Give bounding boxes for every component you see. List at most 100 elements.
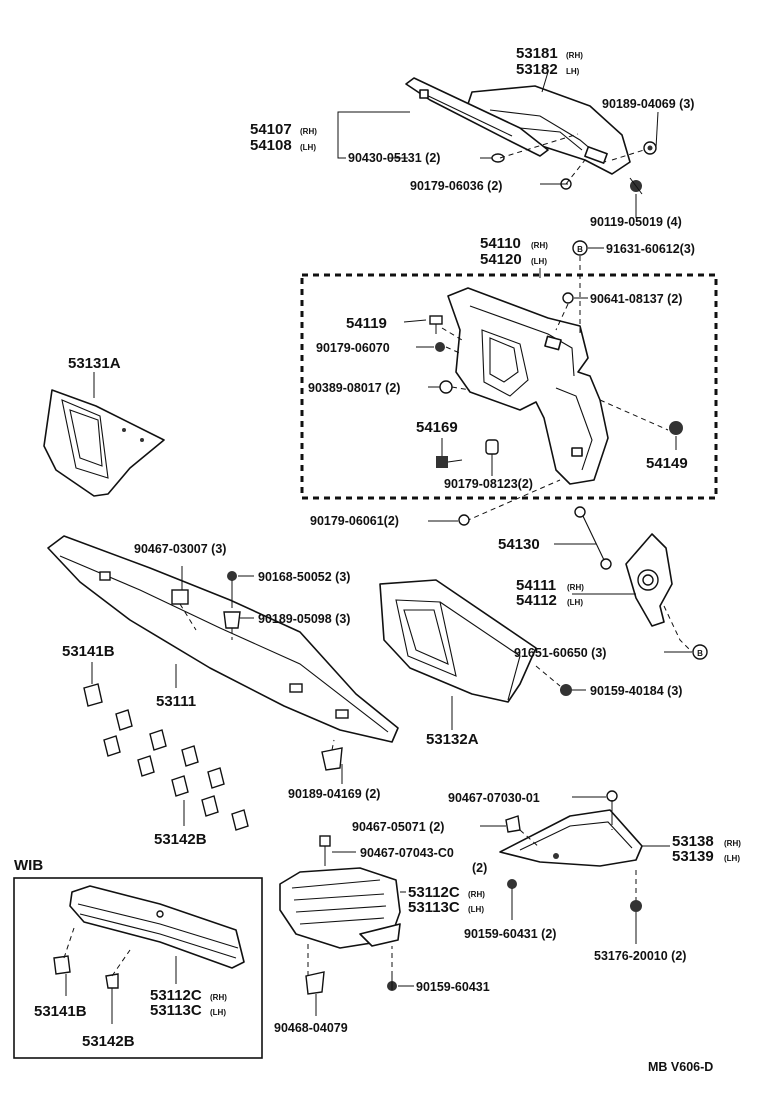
label-wib-53113C: 53113C: [150, 1002, 202, 1019]
part-54107-seal: [405, 77, 549, 157]
fastener-90189-05098: [223, 611, 241, 629]
part-54130-rod: [574, 506, 612, 570]
label-wib-53142B: 53142B: [82, 1033, 135, 1050]
label-54149: 54149: [646, 455, 688, 472]
label-90179-06036: 90179-06036 (2): [410, 179, 502, 193]
label-53141B: 53141B: [62, 643, 115, 660]
label-90389: 90389-08017 (2): [308, 381, 400, 395]
fastener-53176: [630, 900, 642, 944]
wib-inset-box: [13, 877, 263, 1059]
fastener-90159-60431: [387, 976, 397, 991]
label-wib: WIB: [14, 857, 43, 874]
fastener-54149: [669, 421, 683, 435]
label-90467-07030: 90467-07030-01: [448, 791, 540, 805]
clips-53142B: [103, 709, 249, 831]
label-54130: 54130: [498, 536, 540, 553]
label-53181: 53181: [516, 45, 558, 62]
label-54110-side: (RH): [531, 241, 548, 250]
label-90189-04069: 90189-04069 (3): [602, 97, 694, 111]
fastener-90189-04069: [643, 141, 657, 155]
label-90179-06070: 90179-06070: [316, 341, 390, 355]
label-54111: 54111: [516, 577, 556, 594]
label-53112C-side: (RH): [468, 890, 485, 899]
label-54107-side: (RH): [300, 127, 317, 136]
label-54119: 54119: [346, 315, 387, 332]
fastener-90430: [491, 153, 505, 163]
label-54107: 54107: [250, 121, 292, 138]
label-53113C: 53113C: [408, 899, 460, 916]
fastener-90468: [305, 971, 325, 995]
fastener-90179-06061: [458, 514, 470, 526]
label-54110: 54110: [480, 235, 521, 252]
fastener-90189-04169: [321, 747, 343, 771]
fastener-54169: [436, 456, 463, 468]
fastener-90467-07043: [319, 835, 331, 866]
part-53138-cover: [499, 809, 643, 867]
label-53142B: 53142B: [154, 831, 207, 848]
label-53138: 53138: [672, 833, 714, 850]
fastener-90179-08123: [485, 439, 499, 455]
label-53176: 53176-20010 (2): [594, 949, 686, 963]
label-54112: 54112: [516, 592, 557, 609]
part-53111-crossbar: [47, 535, 399, 743]
marker-b-letter: B: [577, 245, 583, 254]
fastener-90179-06070: [435, 342, 445, 352]
marker-b-top: B: [572, 240, 588, 256]
label-wib-53112C: 53112C: [150, 987, 202, 1004]
wib-grille-53112C: [69, 885, 245, 969]
label-53132A: 53132A: [426, 731, 479, 748]
label-54120: 54120: [480, 251, 522, 268]
label-90189-05098: 90189-05098 (3): [258, 612, 350, 626]
label-91651: 91651-60650 (3): [514, 646, 606, 660]
label-53112C: 53112C: [408, 884, 460, 901]
label-90641: 90641-08137 (2): [590, 292, 682, 306]
label-90179-08123: 90179-08123(2): [444, 477, 533, 491]
label-54111-side: (RH): [567, 583, 584, 592]
wib-clip-53142B: [105, 973, 119, 989]
part-53112C-grille: [279, 867, 401, 949]
label-54120-side: (LH): [531, 257, 547, 266]
label-54112-side: (LH): [567, 598, 583, 607]
label-53138-side: (RH): [724, 839, 741, 848]
fastener-90159-60431-2: [507, 879, 517, 920]
label-90468: 90468-04079: [274, 1021, 348, 1035]
label-90179-06061: 90179-06061(2): [310, 514, 399, 528]
label-53131A: 53131A: [68, 355, 121, 372]
label-90430: 90430-05131 (2): [348, 151, 440, 165]
wib-clip-53141B: [53, 955, 71, 975]
label-53182: 53182: [516, 61, 558, 78]
marker-b-letter: B: [697, 649, 703, 658]
label-53139-side: (LH): [724, 854, 740, 863]
label-wib-53141B: 53141B: [34, 1003, 87, 1020]
label-53113C-side: (LH): [468, 905, 484, 914]
label-53139: 53139: [672, 848, 714, 865]
fastener-90467-03007: [171, 589, 189, 605]
label-54169: 54169: [416, 419, 458, 436]
fastener-90389: [439, 380, 453, 394]
label-90189-04169: 90189-04169 (2): [288, 787, 380, 801]
label-90467-05071: 90467-05071 (2): [352, 820, 444, 834]
label-91631: 91631-60612(3): [606, 242, 695, 256]
label-90467-03007: 90467-03007 (3): [134, 542, 226, 556]
part-53132A-housing: [379, 579, 537, 703]
label-90467-07043: 90467-07043-C0: [360, 846, 454, 860]
part-53131A-housing: [43, 389, 165, 497]
label-wib-53113C-side: (LH): [210, 1008, 226, 1017]
label-90159-60431-2: 90159-60431 (2): [464, 927, 556, 941]
fastener-90467-05071: [505, 815, 521, 833]
fastener-90119-05019: [629, 177, 643, 195]
label-90159-40184: 90159-40184 (3): [590, 684, 682, 698]
label-90168: 90168-50052 (3): [258, 570, 350, 584]
fastener-90641: [562, 292, 574, 304]
label-90467-07043-qty: (2): [472, 861, 487, 875]
label-54108: 54108: [250, 137, 292, 154]
fastener-90467-07030: [606, 790, 618, 820]
label-53111: 53111: [156, 693, 196, 710]
fastener-54119: [429, 315, 443, 334]
label-wib-53112C-side: (RH): [210, 993, 227, 1002]
label-90119: 90119-05019 (4): [590, 215, 682, 229]
footer-diagram-code: MB V606-D: [648, 1060, 713, 1074]
label-53182-side: LH): [566, 67, 580, 76]
